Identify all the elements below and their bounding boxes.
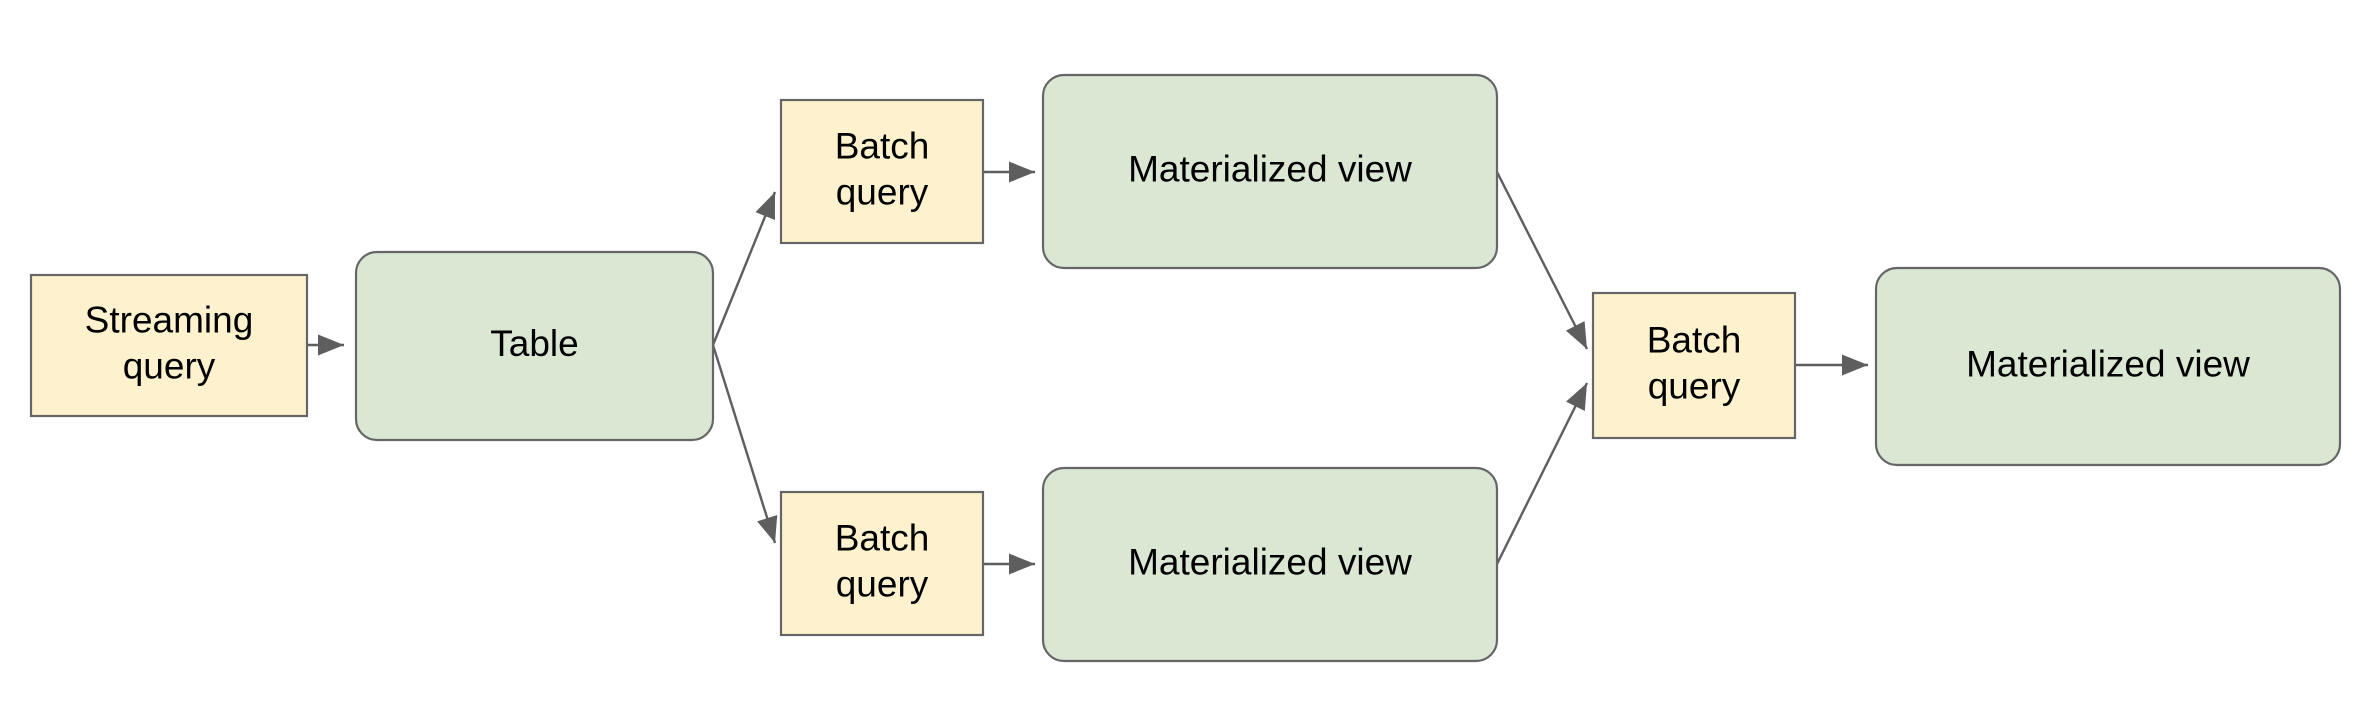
node-materialized-view-bottom[interactable]: Materialized view — [1041, 466, 1499, 663]
edge-streaming-query-to-table — [307, 334, 344, 356]
arrowhead-icon — [755, 192, 775, 221]
node-table[interactable]: Table — [354, 250, 715, 442]
arrowhead-icon — [757, 515, 778, 543]
arrowhead-icon — [1009, 553, 1035, 575]
edge-batch-query-bottom-to-materialized-view-bottom — [983, 553, 1035, 575]
node-materialized-view-final[interactable]: Materialized view — [1874, 266, 2342, 467]
edge-table-to-batch-query-bottom — [711, 344, 778, 544]
node-materialized-view-top[interactable]: Materialized view — [1041, 73, 1499, 270]
arrowhead-icon — [1842, 354, 1868, 376]
node-box[interactable] — [779, 98, 985, 245]
edge-table-to-batch-query-top — [711, 191, 777, 346]
node-box[interactable] — [29, 273, 309, 418]
edge-materialized-view-top-to-batch-query-join — [1495, 171, 1589, 350]
edge-batch-query-top-to-materialized-view-top — [983, 161, 1035, 183]
edge-line — [711, 191, 777, 346]
node-box[interactable] — [1041, 466, 1499, 663]
edge-line — [1495, 171, 1589, 350]
edge-layer — [307, 161, 1868, 575]
node-box[interactable] — [1041, 73, 1499, 270]
arrowhead-icon — [318, 334, 344, 356]
node-box[interactable] — [1591, 291, 1797, 440]
node-box[interactable] — [779, 490, 985, 637]
arrowhead-icon — [1565, 321, 1587, 349]
node-box[interactable] — [354, 250, 715, 442]
edge-line — [1495, 382, 1589, 565]
edge-batch-query-join-to-materialized-view-final — [1795, 354, 1868, 376]
edge-materialized-view-bottom-to-batch-query-join — [1495, 382, 1589, 565]
arrowhead-icon — [1566, 383, 1587, 411]
node-box[interactable] — [1874, 266, 2342, 467]
edge-line — [711, 344, 777, 544]
arrowhead-icon — [1009, 161, 1035, 183]
